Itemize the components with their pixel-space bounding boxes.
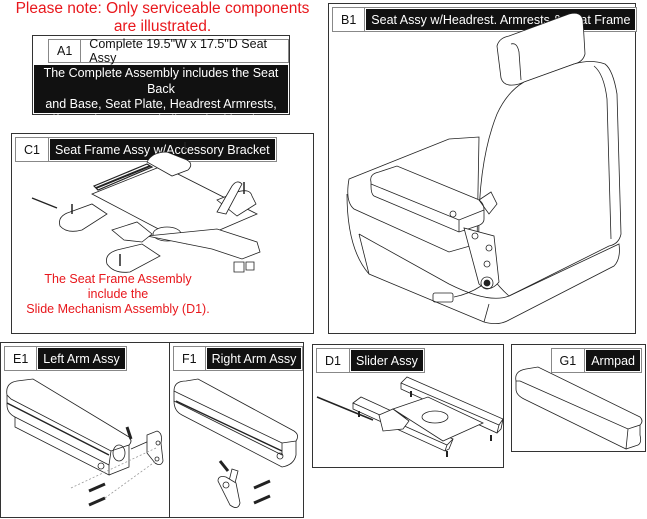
part-a1-label[interactable]: A1 Complete 19.5"W x 17.5"D Seat Assy: [48, 37, 289, 65]
notice-line-2: are illustrated.: [113, 18, 212, 35]
description-line: The Complete Assembly includes the Seat …: [43, 66, 279, 96]
part-title: Armpad: [586, 350, 640, 371]
part-title: Seat Frame Assy w/Accessory Bracket: [49, 139, 275, 160]
part-title: Right Arm Assy: [206, 348, 302, 369]
part-title: Complete 19.5"W x 17.5"D Seat Assy: [89, 37, 268, 65]
part-b1-panel[interactable]: B1 Seat Assy w/Headrest. Armrests & Seat…: [328, 3, 638, 335]
part-e1-panel[interactable]: E1 Left Arm Assy: [0, 342, 171, 518]
part-e1-label[interactable]: E1 Left Arm Assy: [4, 346, 127, 371]
part-g1-label[interactable]: G1 Armpad: [550, 348, 642, 373]
part-title: Slider Assy: [350, 350, 423, 371]
note-line: include the: [87, 287, 149, 301]
description-line: and Base, Seat Plate, Headrest Armrests,: [45, 97, 277, 111]
part-code: F1: [174, 347, 206, 370]
part-code: E1: [5, 347, 38, 370]
part-code: G1: [552, 349, 586, 372]
seat-frame-illustration: [12, 134, 315, 335]
part-f1-panel[interactable]: F1 Right Arm Assy: [169, 342, 304, 518]
part-title: Left Arm Assy: [38, 348, 125, 369]
part-f1-label[interactable]: F1 Right Arm Assy: [173, 346, 304, 371]
part-c1-label[interactable]: C1 Seat Frame Assy w/Accessory Bracket: [15, 137, 277, 162]
notice-line-1: Please note: Only serviceable components: [15, 0, 310, 17]
note-line: The Seat Frame Assembly: [44, 272, 192, 286]
part-code: D1: [317, 349, 350, 372]
part-code: A1: [49, 40, 82, 62]
part-d1-panel[interactable]: D1 Slider Assy: [312, 344, 504, 468]
part-g1-panel[interactable]: G1 Armpad: [511, 344, 646, 452]
seat-assembly-illustration: [329, 4, 637, 335]
part-c1-panel[interactable]: C1 Seat Frame Assy w/Accessory Bracket T: [11, 133, 314, 334]
part-d1-label[interactable]: D1 Slider Assy: [316, 348, 425, 373]
part-code: B1: [333, 8, 366, 31]
serviceable-notice: Please note: Only serviceable components…: [0, 0, 325, 36]
note-line: Slide Mechanism Assembly (D1).: [26, 302, 210, 316]
part-a1-box: A1 Complete 19.5"W x 17.5"D Seat Assy Th…: [32, 35, 290, 127]
slider-illustration: [313, 345, 505, 469]
left-arm-illustration: [1, 343, 172, 519]
description-line: Calf Guard Cover, and all required hardw…: [36, 112, 286, 127]
seat-frame-note: The Seat Frame Assembly include the Slid…: [12, 272, 224, 317]
part-code: C1: [16, 138, 49, 161]
part-a1-description: The Complete Assembly includes the Seat …: [34, 65, 288, 127]
armpad-illustration: [512, 345, 647, 453]
right-arm-illustration: [170, 343, 305, 519]
